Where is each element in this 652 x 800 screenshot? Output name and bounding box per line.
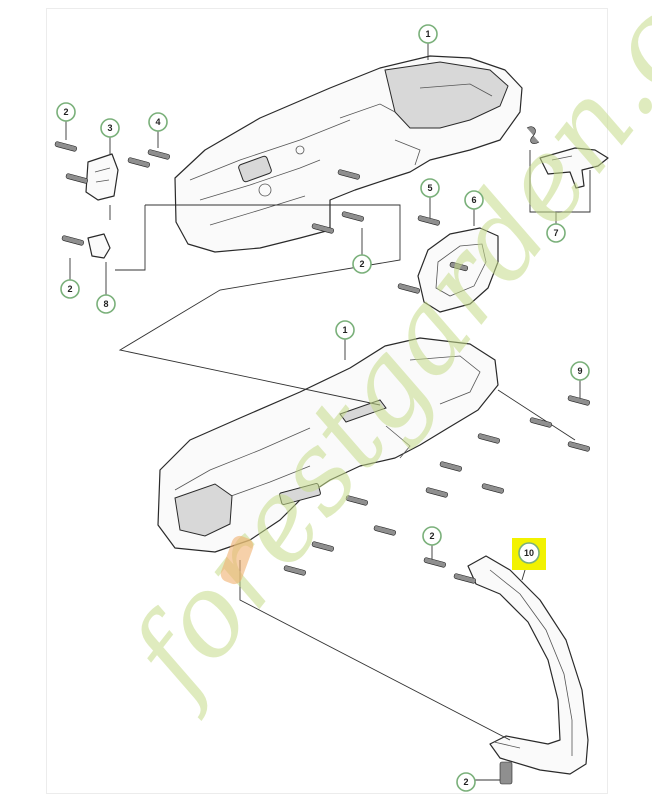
screw: [341, 211, 364, 222]
screw: [65, 173, 88, 184]
callout-1-top[interactable]: 1: [418, 24, 438, 44]
callout-2-upper-left[interactable]: 2: [56, 102, 76, 122]
callout-5[interactable]: 5: [420, 178, 440, 198]
screw: [481, 483, 504, 494]
screw: [283, 565, 306, 576]
callout-label: 6: [471, 195, 476, 205]
callout-10[interactable]: 10: [518, 542, 540, 564]
callout-2-lower[interactable]: 2: [422, 526, 442, 546]
screw: [423, 557, 446, 568]
cover-part-6: [417, 227, 499, 313]
callout-4[interactable]: 4: [148, 112, 168, 132]
callout-label: 1: [342, 325, 347, 335]
screw: [54, 141, 77, 152]
callout-6[interactable]: 6: [464, 190, 484, 210]
callout-2-mid[interactable]: 2: [352, 254, 372, 274]
callout-label: 1: [425, 29, 430, 39]
callout-9[interactable]: 9: [570, 361, 590, 381]
callout-label: 3: [107, 123, 112, 133]
screws: [54, 141, 590, 785]
callout-label: 7: [553, 228, 558, 238]
screw: [439, 461, 462, 472]
callout-2-left[interactable]: 2: [60, 279, 80, 299]
screw: [529, 417, 552, 428]
screw: [567, 395, 590, 406]
callout-2-bottom[interactable]: 2: [456, 772, 476, 792]
callout-label: 2: [63, 107, 68, 117]
screw: [417, 215, 440, 226]
screw: [61, 235, 84, 246]
callout-label: 2: [429, 531, 434, 541]
bracket-part-3: [85, 153, 119, 201]
screw: [453, 573, 476, 584]
callout-8[interactable]: 8: [96, 294, 116, 314]
callout-label: 2: [67, 284, 72, 294]
callout-label: 2: [359, 259, 364, 269]
screw: [345, 495, 368, 506]
callout-label: 8: [103, 299, 108, 309]
screw: [477, 433, 500, 444]
trigger-assembly: [526, 126, 609, 189]
callout-label: 2: [463, 777, 468, 787]
callout-label: 5: [427, 183, 432, 193]
screw: [311, 541, 334, 552]
clip-part-8: [87, 233, 111, 259]
screw: [425, 487, 448, 498]
screw: [311, 223, 334, 234]
screw: [449, 261, 469, 272]
screw: [567, 441, 590, 452]
screw: [373, 525, 396, 536]
screw: [499, 761, 513, 785]
diagram-frame: [46, 8, 608, 794]
watermark-accent: [220, 535, 254, 585]
screw: [397, 283, 420, 294]
callout-label: 10: [524, 548, 534, 558]
callout-label: 4: [155, 117, 160, 127]
callout-label: 9: [577, 366, 582, 376]
lower-handle-housing: [157, 337, 499, 553]
screw: [127, 157, 150, 168]
front-handle-part-10: [467, 555, 589, 775]
upper-handle-housing: [174, 55, 523, 253]
callout-7[interactable]: 7: [546, 223, 566, 243]
callout-1-mid[interactable]: 1: [335, 320, 355, 340]
screw: [337, 169, 360, 180]
callout-3[interactable]: 3: [100, 118, 120, 138]
screw: [147, 149, 170, 160]
